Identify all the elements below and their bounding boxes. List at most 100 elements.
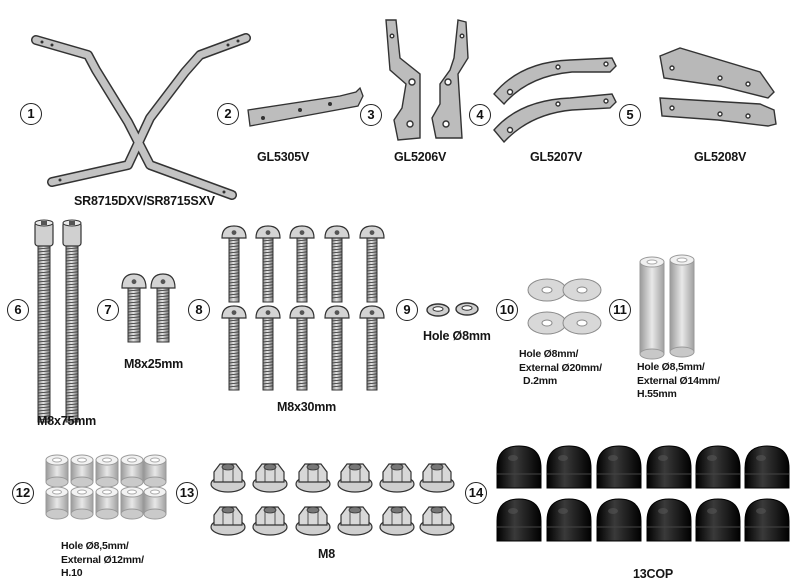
- bolt: [221, 305, 247, 391]
- frame-x-bracket: [31, 33, 251, 200]
- part-number-12: 12: [12, 482, 34, 504]
- nut: [379, 506, 415, 536]
- spacer: [70, 486, 94, 520]
- spacer: [143, 454, 167, 488]
- part-label-11-line-3: H.55mm: [637, 388, 677, 400]
- bracket-gl5305v: [247, 86, 364, 127]
- part-label-10: Hole Ø8mm/ External Ø20mm/ D.2mm: [519, 348, 602, 389]
- flat-washers: [527, 278, 602, 335]
- part-number-7: 7: [97, 299, 119, 321]
- nut: [337, 463, 373, 493]
- part-label-2: GL5305V: [257, 150, 310, 164]
- spacer: [120, 486, 144, 520]
- bolt: [359, 305, 385, 391]
- bolt: [324, 305, 350, 391]
- bolt: [62, 219, 82, 423]
- cap: [695, 498, 741, 542]
- part-label-9: Hole Ø8mm: [423, 329, 491, 343]
- part-label-10-line-3: D.2mm: [523, 375, 558, 387]
- lock-washers: [426, 302, 479, 317]
- cap: [646, 445, 692, 489]
- bolt: [221, 225, 247, 303]
- long-spacers: [639, 254, 695, 360]
- part-number-13: 13: [176, 482, 198, 504]
- part-number-14: 14: [465, 482, 487, 504]
- short-spacers: [45, 454, 167, 520]
- part-label-4: GL5207V: [530, 150, 583, 164]
- bolt: [255, 305, 281, 391]
- spacer: [45, 454, 69, 488]
- bolt: [121, 273, 147, 343]
- part-number-1: 1: [20, 103, 42, 125]
- bracket-gl5208v: [659, 47, 777, 127]
- spacer: [45, 486, 69, 520]
- part-label-13: M8: [318, 547, 335, 561]
- nut: [419, 463, 455, 493]
- bolt-caps: [496, 445, 790, 542]
- bolt: [34, 219, 54, 423]
- part-label-10-line-2: External Ø20mm/: [519, 361, 602, 374]
- spacer: [143, 486, 167, 520]
- part-label-12-line-2: External Ø12mm/: [61, 553, 144, 566]
- flange-nuts: [210, 463, 455, 536]
- cap: [695, 445, 741, 489]
- nut: [210, 506, 246, 536]
- cap: [496, 498, 542, 542]
- part-number-11: 11: [609, 299, 631, 321]
- bolt: [289, 225, 315, 303]
- nut: [252, 463, 288, 493]
- spacer: [95, 486, 119, 520]
- spacer: [95, 454, 119, 488]
- nut: [295, 463, 331, 493]
- part-label-3: GL5206V: [394, 150, 447, 164]
- part-label-7: M8x25mm: [124, 357, 184, 371]
- part-label-8: M8x30mm: [277, 400, 337, 414]
- part-label-11-line-1: Hole Ø8,5mm/: [637, 361, 705, 373]
- part-label-12-line-3: H.10: [61, 567, 83, 579]
- cap: [744, 445, 790, 489]
- cap: [596, 498, 642, 542]
- bracket-gl5206v: [385, 19, 469, 141]
- spacer: [70, 454, 94, 488]
- part-label-12-line-1: Hole Ø8,5mm/: [61, 540, 129, 552]
- bolt: [255, 225, 281, 303]
- part-number-4: 4: [469, 104, 491, 126]
- nut: [252, 506, 288, 536]
- nut: [379, 463, 415, 493]
- nut: [419, 506, 455, 536]
- nut: [295, 506, 331, 536]
- part-label-10-line-1: Hole Ø8mm/: [519, 348, 579, 360]
- cap: [546, 445, 592, 489]
- bracket-gl5207v: [493, 57, 617, 144]
- part-label-11: Hole Ø8,5mm/ External Ø14mm/ H.55mm: [637, 361, 720, 402]
- part-label-11-line-2: External Ø14mm/: [637, 374, 720, 387]
- cap: [596, 445, 642, 489]
- bolt: [289, 305, 315, 391]
- bolt: [324, 225, 350, 303]
- part-number-10: 10: [496, 299, 518, 321]
- bolt: [359, 225, 385, 303]
- part-label-1: SR8715DXV/SR8715SXV: [74, 194, 215, 208]
- part-number-3: 3: [360, 104, 382, 126]
- part-number-9: 9: [396, 299, 418, 321]
- short-bolts-m8x25: [121, 273, 176, 343]
- part-number-5: 5: [619, 104, 641, 126]
- cap: [646, 498, 692, 542]
- part-number-8: 8: [188, 299, 210, 321]
- cap: [546, 498, 592, 542]
- bolt: [150, 273, 176, 343]
- part-label-6: M8x75mm: [37, 414, 97, 428]
- medium-bolts-m8x30: [221, 225, 385, 391]
- nut: [337, 506, 373, 536]
- part-number-6: 6: [7, 299, 29, 321]
- long-bolts-m8x75: [34, 219, 82, 423]
- cap: [744, 498, 790, 542]
- cap: [496, 445, 542, 489]
- part-number-2: 2: [217, 103, 239, 125]
- part-label-14: 13COP: [633, 567, 673, 581]
- part-label-12: Hole Ø8,5mm/ External Ø12mm/ H.10: [61, 540, 144, 581]
- nut: [210, 463, 246, 493]
- part-label-5: GL5208V: [694, 150, 747, 164]
- spacer: [120, 454, 144, 488]
